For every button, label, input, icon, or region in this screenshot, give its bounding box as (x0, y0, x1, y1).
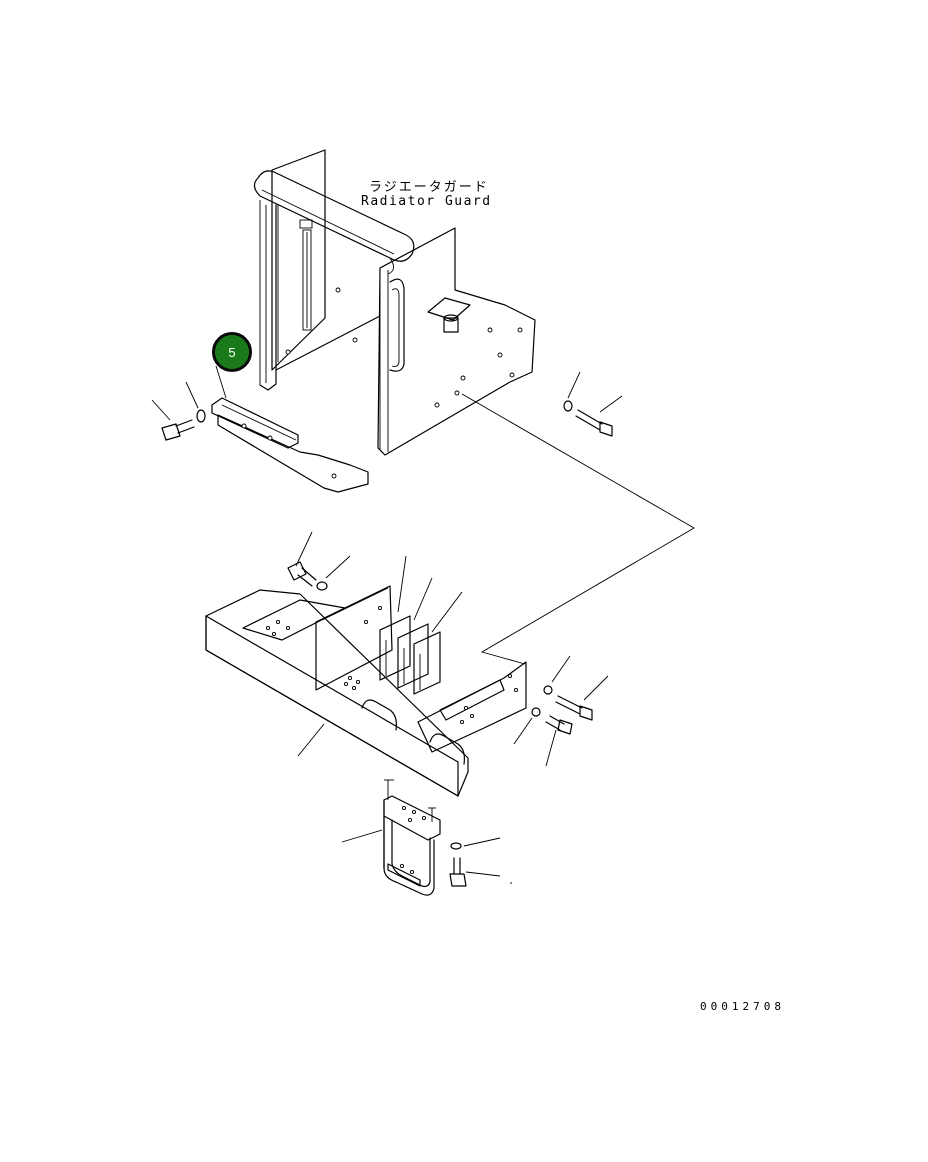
bolt-left (151, 381, 206, 441)
drawing-number: 00012708 (700, 1000, 785, 1013)
bolt-right (563, 371, 623, 437)
diagram-title-japanese: ラジエータガード (369, 180, 489, 195)
bolt-step (449, 837, 512, 887)
callout-5-leader (215, 365, 227, 399)
radiator-guard-frame (253, 149, 536, 456)
assembly-leader-line (461, 393, 695, 665)
rubber-stops (379, 615, 441, 695)
front-bumper-beam (205, 585, 527, 797)
bolt-beam-right (513, 655, 609, 767)
bolt-beam-top (287, 531, 463, 633)
diagram-title-english: Radiator Guard (361, 194, 492, 209)
part-callout-5[interactable]: 5 (212, 332, 252, 372)
lower-bracket-rail (211, 397, 369, 493)
access-step (341, 779, 441, 896)
